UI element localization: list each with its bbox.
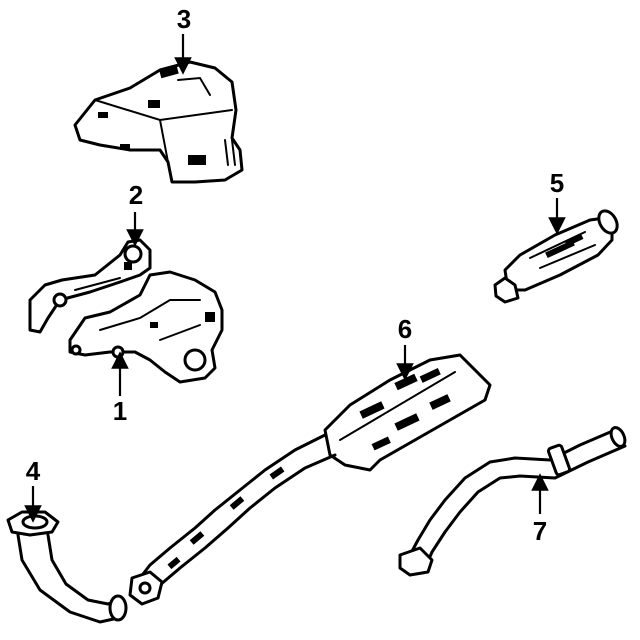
catalytic-converter-part [493,209,619,304]
callout-1: 1 [112,396,128,426]
callout-3: 3 [176,4,192,34]
muffler-assembly-part [128,353,492,606]
callout-6: 6 [397,314,413,344]
front-pipe-part [6,510,128,624]
heat-shield-part [73,60,244,184]
callout-4: 4 [25,456,41,486]
callout-7: 7 [532,516,548,546]
tail-pipe-part [398,426,627,577]
callout-5: 5 [549,168,565,198]
callout-2: 2 [128,180,144,210]
